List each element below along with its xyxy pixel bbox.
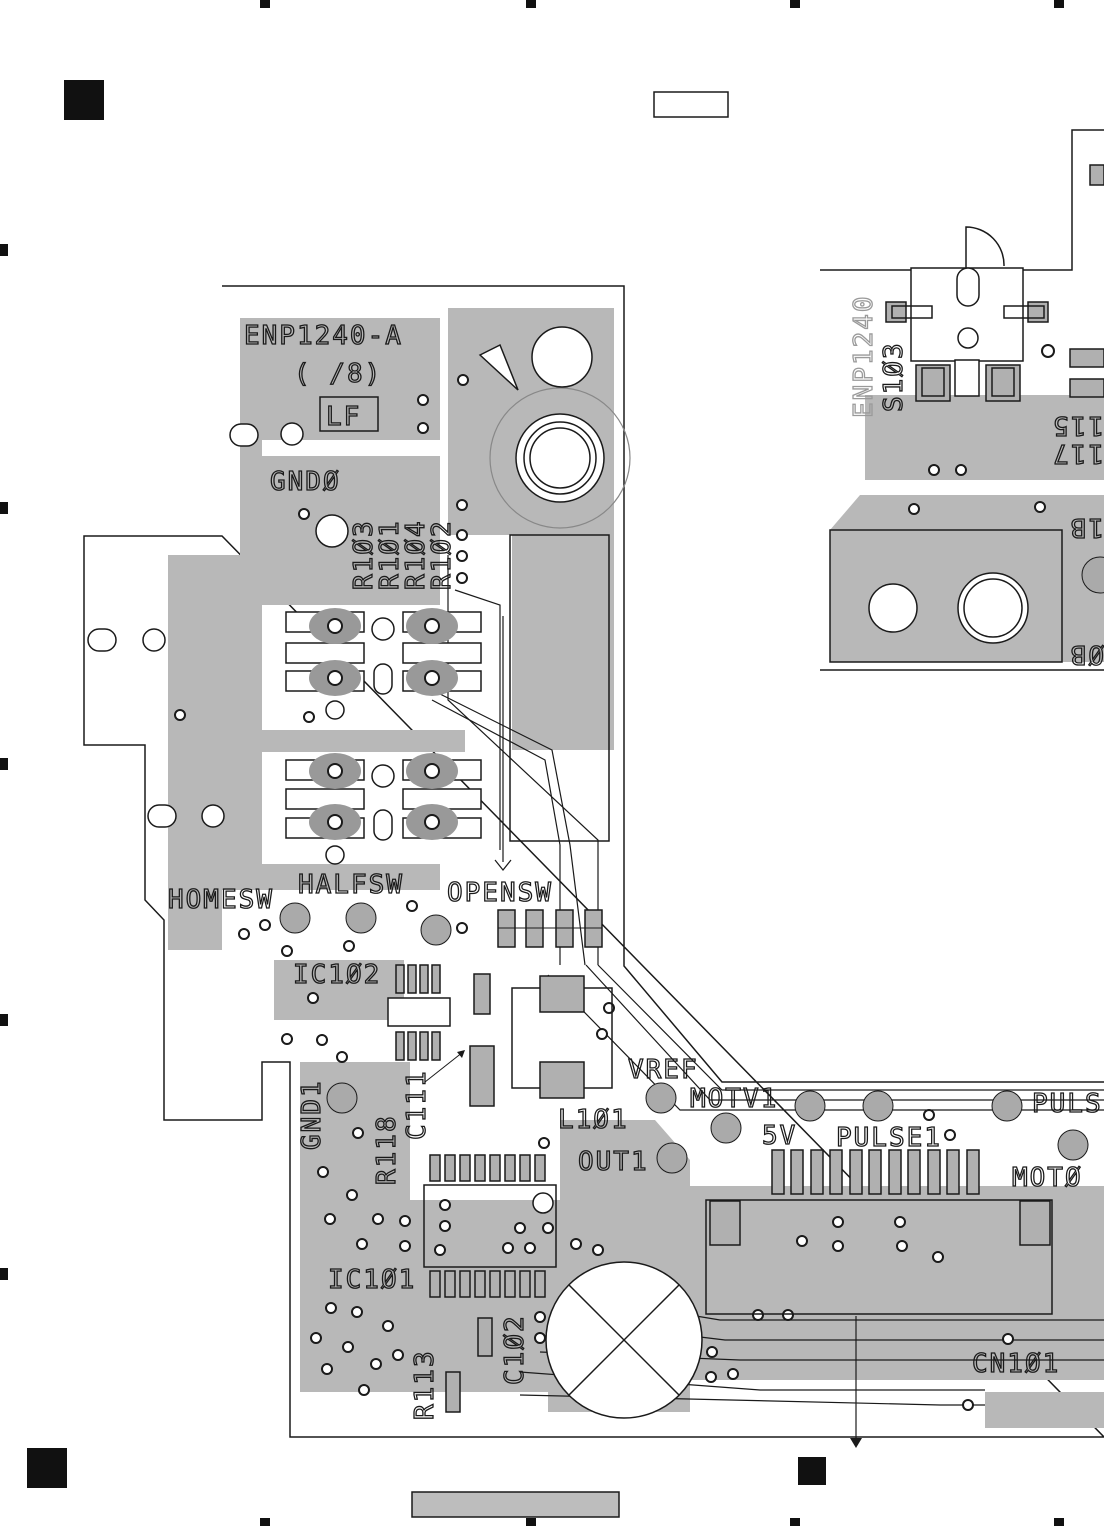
label-r101: R1Ø1 <box>375 519 405 590</box>
label-side-117: 117 <box>1051 438 1104 468</box>
board-sub-code: ( /8) <box>294 359 382 389</box>
mounting-ring <box>489 387 631 529</box>
switch-pad-group-upper <box>285 608 482 696</box>
side-copper-bottom <box>830 495 1104 662</box>
corner-marker-bottom-left <box>27 1448 67 1488</box>
lf-box <box>319 396 379 432</box>
mounting-hole-top <box>531 326 593 388</box>
label-ic101: IC1Ø1 <box>328 1265 416 1295</box>
corner-marker-top <box>64 80 104 120</box>
top-label-box <box>653 91 729 118</box>
board-part-number: ENP1240-A <box>244 321 403 351</box>
lead-free-mark: LF <box>326 402 361 432</box>
label-pulse-cut: PULS <box>1032 1089 1103 1119</box>
vias <box>174 374 1014 1411</box>
label-gnd0: GNDØ <box>270 467 341 497</box>
side-board: ENP1240 S1Ø3 115 117 1B ØB <box>820 129 1104 671</box>
test-points <box>279 902 1089 1174</box>
passive-pads <box>424 973 613 1413</box>
label-side-0b: ØB <box>1069 639 1104 669</box>
component-outline-tall <box>509 534 610 842</box>
copper-bottom-right <box>985 1392 1104 1428</box>
label-s103: S1Ø3 <box>879 341 909 412</box>
label-c111: C111 <box>402 1069 432 1140</box>
label-r113: R113 <box>410 1349 440 1420</box>
switch-pad-group-lower <box>285 753 482 841</box>
side-hole-left <box>868 583 918 633</box>
label-mot0: MOTØ <box>1012 1163 1083 1193</box>
copper-strip-mid <box>262 730 465 752</box>
frame-marks <box>0 0 1064 1526</box>
corner-marker-bottom <box>798 1457 826 1485</box>
copper-fill-left <box>168 318 440 950</box>
label-homesw: HOMESW <box>168 885 274 915</box>
opensw-pads <box>497 909 603 948</box>
main-board: ENP1240-A ( /8) LF GNDØ R1Ø3 R1Ø1 R1Ø4 R… <box>83 285 1104 1448</box>
s103-switch <box>885 226 1049 402</box>
cn101-connector <box>494 616 1053 1448</box>
label-r104: R1Ø4 <box>401 519 431 590</box>
label-opensw: OPENSW <box>447 878 553 908</box>
label-ic102: IC1Ø2 <box>293 960 381 990</box>
label-motv1: MOTV1 <box>690 1084 778 1114</box>
label-r103: R1Ø3 <box>349 519 379 590</box>
label-l101: L1Ø1 <box>558 1105 629 1135</box>
copper-ic102-area <box>274 960 404 1020</box>
label-gnd1: GND1 <box>297 1079 327 1150</box>
crossed-circle-component <box>545 1261 703 1419</box>
label-r118: R118 <box>372 1114 402 1185</box>
ic102-footprint <box>387 964 451 1061</box>
side-part-number: ENP1240 <box>849 294 879 418</box>
board-outline <box>83 285 1104 1438</box>
label-vref: VREF <box>628 1055 699 1085</box>
traces <box>431 555 1104 1406</box>
board-holes <box>87 422 349 865</box>
label-c102: C1Ø2 <box>500 1314 530 1385</box>
label-cn101: CN1Ø1 <box>972 1349 1060 1379</box>
label-out1: OUT1 <box>578 1147 649 1177</box>
ic101-footprint <box>423 1154 557 1298</box>
label-halfsw: HALFSW <box>298 870 404 900</box>
side-copper-mid <box>865 395 1104 480</box>
label-side-1b: 1B <box>1069 512 1104 542</box>
bottom-label-box <box>411 1491 620 1518</box>
label-r102: R1Ø2 <box>427 519 457 590</box>
label-pulse1: PULSE1 <box>836 1123 942 1153</box>
copper-connector-area <box>690 1186 1104 1380</box>
polarity-mark <box>478 343 519 391</box>
label-5v: 5V <box>762 1121 797 1151</box>
label-side-115: 115 <box>1051 410 1104 440</box>
